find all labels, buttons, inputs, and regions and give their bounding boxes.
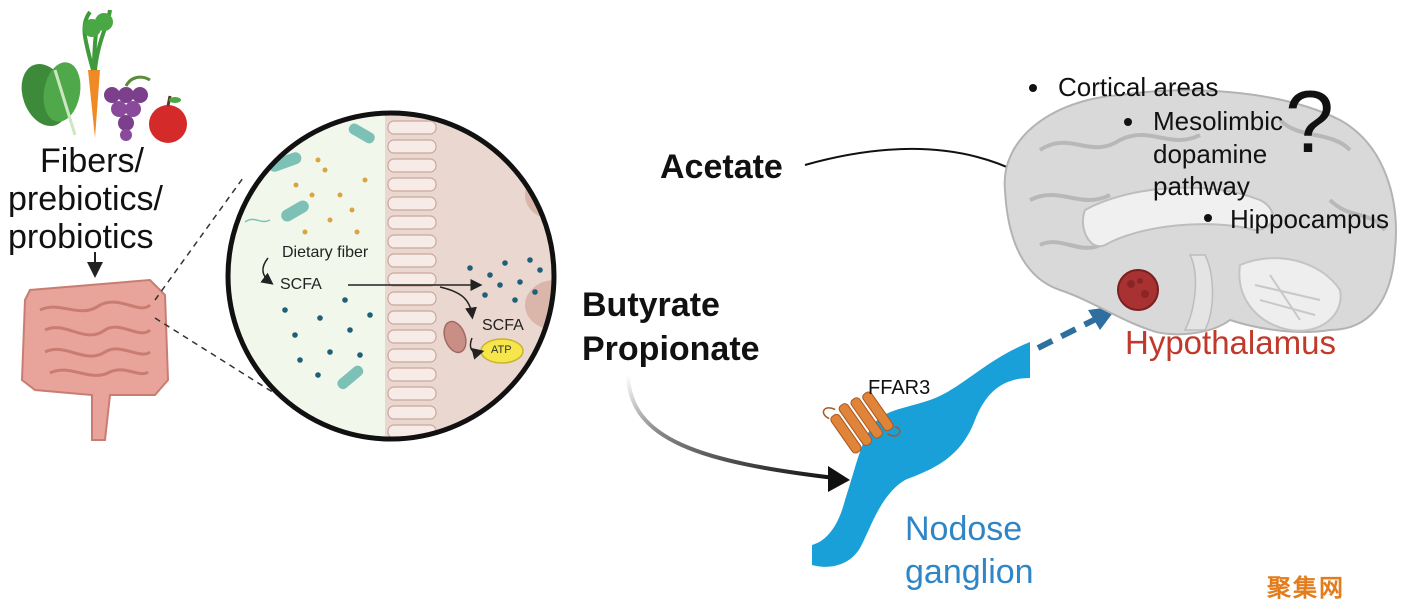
villi-border — [387, 113, 437, 439]
grapes-icon — [104, 75, 151, 141]
ffar3-receptor-icon — [822, 391, 901, 454]
question-mark: ? — [1285, 72, 1334, 171]
butyrate-propionate-arrow — [626, 374, 836, 480]
bullet-cortical — [1029, 84, 1037, 92]
hypothalamus-label: Hypothalamus — [1125, 324, 1336, 361]
nodose-label-line2: ganglion — [905, 553, 1034, 591]
food-label-line1: Fibers/ — [40, 142, 144, 180]
nodose-label-line1: Nodose — [905, 510, 1023, 548]
scfa-into-cell-arrow — [439, 286, 477, 320]
zoom-line-top — [154, 177, 244, 301]
propionate-label: Propionate — [582, 330, 760, 368]
fiber-to-scfa-arrow — [260, 257, 274, 285]
nodose-ganglion-shape — [812, 342, 1030, 567]
atp-label: ATP — [491, 344, 512, 356]
apple-icon — [149, 95, 187, 143]
bacterium-icon — [337, 365, 364, 390]
leafy-greens-icon — [21, 62, 81, 136]
hippocampus-label: Hippocampus — [1230, 204, 1389, 234]
bullet-mesolimbic — [1124, 118, 1132, 126]
carrot-icon — [82, 9, 113, 138]
food-label-line2: prebiotics/ — [8, 180, 163, 218]
hypothalamus-node — [1117, 269, 1159, 311]
gut-zoom-circle — [225, 110, 557, 442]
cortical-areas-label: Cortical areas — [1058, 72, 1219, 102]
mesolimbic-label-line3: pathway — [1153, 171, 1250, 201]
food-label-line3: probiotics — [8, 218, 154, 256]
scfa-to-atp-arrow — [469, 337, 485, 360]
watermark: 聚集网 — [1267, 575, 1345, 602]
bullet-hippocampus — [1204, 214, 1212, 222]
dietary-fiber-particles — [293, 157, 368, 235]
dietary-fiber-label: Dietary fiber — [282, 244, 369, 261]
mitochondrion-icon — [443, 320, 467, 354]
mesolimbic-label-line1: Mesolimbic — [1153, 106, 1284, 136]
bacterium-icon — [281, 200, 309, 222]
bacterium-icon — [348, 123, 375, 144]
intestine-icon — [20, 278, 170, 441]
vagal-dashed-arrow — [1036, 315, 1100, 351]
scfa-cell-label: SCFA — [482, 317, 524, 334]
brain-icon — [1003, 89, 1397, 336]
ffar3-label: FFAR3 — [868, 377, 931, 399]
scfa-particles — [282, 257, 543, 378]
butyrate-label: Butyrate — [582, 286, 720, 324]
scfa-lumen-label: SCFA — [280, 276, 322, 293]
bacterium-icon — [268, 152, 302, 172]
zoom-line-bottom — [154, 317, 283, 399]
cerebellum-icon — [1238, 257, 1342, 332]
acetate-label: Acetate — [660, 148, 783, 186]
brainstem-icon — [1183, 254, 1214, 331]
mesolimbic-label-line2: dopamine — [1153, 139, 1268, 169]
food-icons — [21, 9, 187, 143]
